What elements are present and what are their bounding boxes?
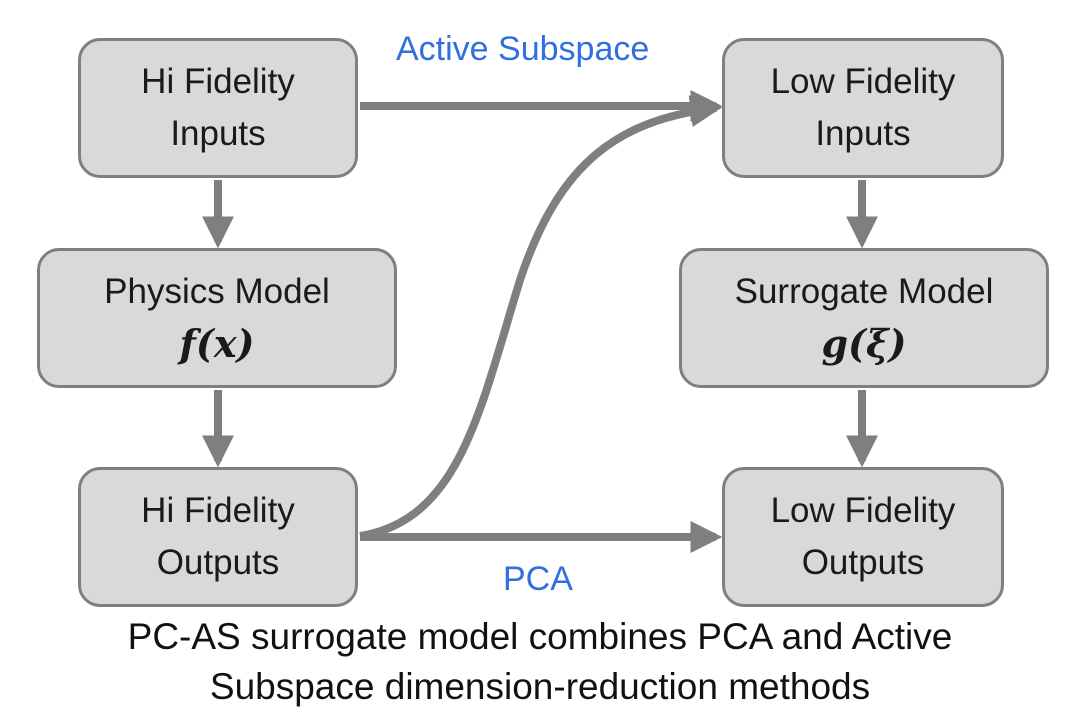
- lo-inputs-line1: Low Fidelity: [770, 62, 956, 101]
- low-fidelity-inputs-box: Low Fidelity Inputs: [722, 38, 1004, 178]
- hi-fidelity-outputs-box: Hi Fidelity Outputs: [78, 467, 358, 607]
- hi-outputs-line2: Outputs: [156, 543, 280, 582]
- surrogate-model-box: Surrogate Model g(ξ): [679, 248, 1049, 388]
- figure-caption: PC-AS surrogate model combines PCA and A…: [0, 612, 1080, 712]
- lo-inputs-line2: Inputs: [815, 114, 911, 153]
- hi-outputs-line1: Hi Fidelity: [141, 491, 295, 530]
- physics-model-box: Physics Model f(x): [37, 248, 397, 388]
- low-fidelity-outputs-box: Low Fidelity Outputs: [722, 467, 1004, 607]
- lo-outputs-line2: Outputs: [801, 543, 925, 582]
- caption-line2: Subspace dimension-reduction methods: [209, 666, 871, 707]
- lo-outputs-line1: Low Fidelity: [770, 491, 956, 530]
- active-subspace-label: Active Subspace: [396, 30, 650, 68]
- physics-model-formula: f(x): [179, 321, 255, 366]
- hi-inputs-line1: Hi Fidelity: [141, 62, 295, 101]
- caption-line1: PC-AS surrogate model combines PCA and A…: [127, 616, 953, 657]
- hi-inputs-line2: Inputs: [170, 114, 266, 153]
- arrow-hi-outputs-to-lo-inputs: [359, 95, 723, 540]
- hi-fidelity-inputs-box: Hi Fidelity Inputs: [78, 38, 358, 178]
- pca-label: PCA: [503, 560, 573, 598]
- physics-model-title: Physics Model: [104, 272, 330, 311]
- surrogate-model-formula: g(ξ): [821, 321, 907, 366]
- surrogate-model-title: Surrogate Model: [734, 272, 994, 311]
